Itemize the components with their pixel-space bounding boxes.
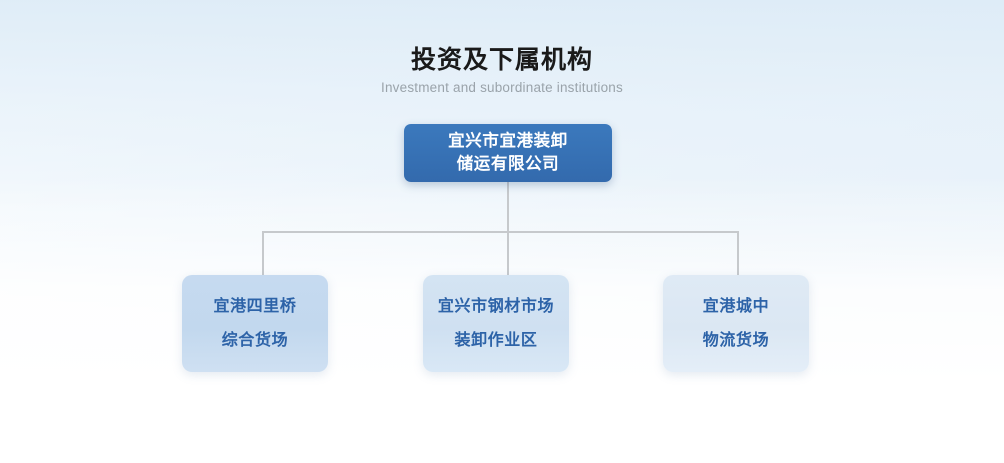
connector-horizontal-bar [262, 231, 739, 233]
org-node-root-line-2: 储运有限公司 [456, 155, 560, 173]
connector-drop-child-1 [262, 231, 264, 277]
org-node-child-2[interactable]: 宜兴市钢材市场 装卸作业区 [423, 275, 569, 372]
org-node-root-line-1: 宜兴市宜港装卸 [448, 132, 568, 150]
org-node-child-2-line-1: 宜兴市钢材市场 [437, 297, 555, 315]
org-node-child-3-line-2: 物流货场 [702, 331, 770, 349]
org-node-child-1-line-2: 综合货场 [221, 331, 289, 349]
connector-root-stem [507, 182, 509, 233]
org-node-child-2-line-2: 装卸作业区 [454, 331, 538, 349]
org-node-child-1-line-1: 宜港四里桥 [213, 297, 297, 315]
org-node-child-3[interactable]: 宜港城中 物流货场 [663, 275, 809, 372]
connector-drop-child-2 [507, 231, 509, 277]
page-title: 投资及下属机构 [410, 46, 593, 74]
org-node-child-1[interactable]: 宜港四里桥 综合货场 [182, 275, 328, 372]
page-subtitle: Investment and subordinate institutions [381, 80, 623, 95]
page-heading: 投资及下属机构 Investment and subordinate insti… [0, 44, 1004, 97]
connector-drop-child-3 [737, 231, 739, 277]
org-node-child-3-line-1: 宜港城中 [702, 297, 770, 315]
org-node-root[interactable]: 宜兴市宜港装卸 储运有限公司 [404, 124, 612, 182]
